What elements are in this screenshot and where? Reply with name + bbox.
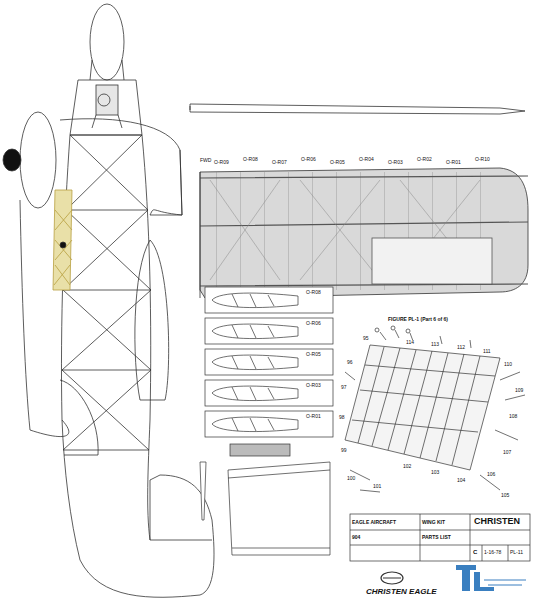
rib-station-label: O-R01 bbox=[446, 160, 461, 165]
callout-number: 106 bbox=[486, 472, 496, 477]
rib-station-label: O-R06 bbox=[301, 157, 316, 162]
callout-number: 97 bbox=[340, 385, 348, 390]
rib-station-label: O-R05 bbox=[330, 160, 345, 165]
rib-station-label: O-R04 bbox=[359, 157, 374, 162]
callout-number: 104 bbox=[456, 478, 466, 483]
callout-number: 101 bbox=[372, 484, 382, 489]
rib-part-number: O-R01 bbox=[306, 414, 321, 419]
callout-number: 112 bbox=[456, 345, 466, 350]
rib-details bbox=[200, 287, 333, 555]
title-block-cell: WING KIT bbox=[422, 520, 445, 525]
title-block-cell: 1-16-78 bbox=[484, 550, 501, 555]
rib-part-number: O-R05 bbox=[306, 352, 321, 357]
rib-station-label: O-R09 bbox=[214, 160, 229, 165]
callout-number: 98 bbox=[338, 415, 346, 420]
callout-number: 103 bbox=[430, 470, 440, 475]
rib-part-number: O-R06 bbox=[306, 321, 321, 326]
rib-part-number: O-R08 bbox=[306, 290, 321, 295]
rib-station-label: O-R02 bbox=[417, 157, 432, 162]
exploded-assembly bbox=[345, 326, 525, 492]
rib-station-label: O-R07 bbox=[272, 160, 287, 165]
callout-number: 113 bbox=[430, 342, 440, 347]
rib-station-label: O-R08 bbox=[243, 157, 258, 162]
callout-number: 107 bbox=[502, 450, 512, 455]
rib-station-label: O-R03 bbox=[388, 160, 403, 165]
callout-number: 108 bbox=[508, 414, 518, 419]
callout-number: 99 bbox=[340, 448, 348, 453]
title-block-cell: C bbox=[473, 549, 477, 555]
rib-part-number: O-R03 bbox=[306, 383, 321, 388]
title-block-cell: PARTS LIST bbox=[422, 535, 451, 540]
title-block-cell: PL-11 bbox=[510, 550, 523, 555]
direction-note: FWD bbox=[200, 158, 211, 163]
spar-rod bbox=[190, 104, 525, 114]
biplane-view bbox=[3, 4, 214, 597]
logo-text: CHRISTEN EAGLE bbox=[366, 588, 437, 596]
callout-number: 102 bbox=[402, 464, 412, 469]
figure-caption: FIGURE PL-1 (Part 6 of 6) bbox=[388, 317, 448, 322]
title-block bbox=[350, 514, 530, 561]
callout-number: 114 bbox=[405, 340, 415, 345]
title-block-cell: EAGLE AIRCRAFT bbox=[352, 520, 396, 525]
callout-number: 96 bbox=[346, 360, 354, 365]
callout-number: 110 bbox=[503, 362, 513, 367]
callout-number: 95 bbox=[362, 336, 370, 341]
wing-panel bbox=[200, 168, 528, 298]
callout-number: 100 bbox=[346, 476, 356, 481]
callout-number: 105 bbox=[500, 493, 510, 498]
title-block-cell: 904 bbox=[352, 535, 360, 540]
title-block-cell: CHRISTEN bbox=[474, 517, 520, 526]
rib-station-label: O-R10 bbox=[475, 157, 490, 162]
callout-number: 111 bbox=[482, 349, 492, 354]
callout-number: 109 bbox=[514, 388, 524, 393]
